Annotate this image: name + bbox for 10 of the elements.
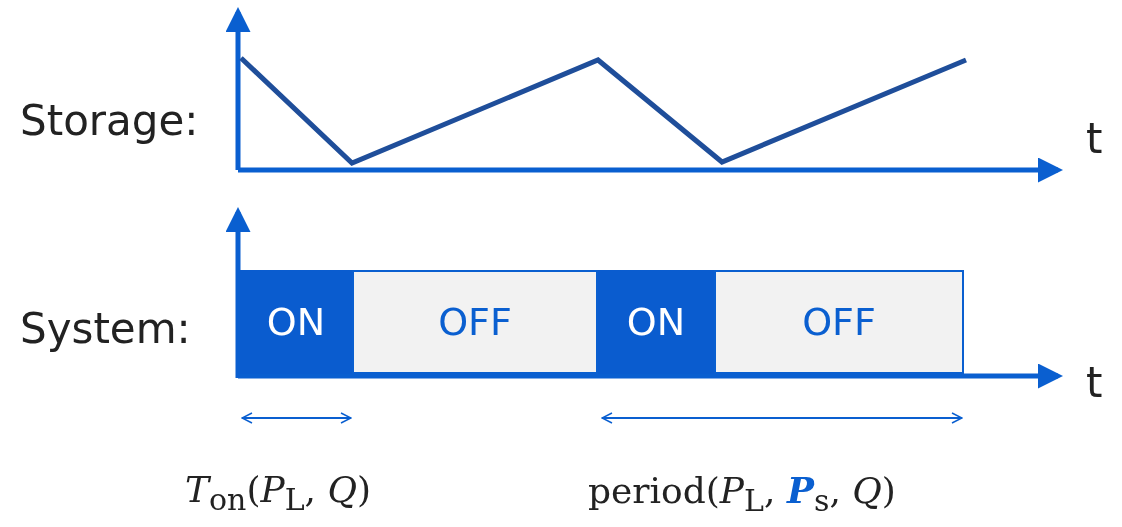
axis-label: System:	[20, 308, 191, 350]
on-segment: ON	[240, 270, 352, 374]
axis-label: t	[1086, 118, 1103, 160]
formula: period(P$_{L}$, P$_{s}$, Q)	[588, 472, 896, 517]
axis-label: Storage:	[20, 100, 199, 142]
on-segment: ON	[598, 270, 714, 374]
off-segment: OFF	[352, 270, 598, 374]
off-segment: OFF	[714, 270, 964, 374]
axis-label: t	[1086, 362, 1103, 404]
formula: T$_{on}$(P$_{L}$, Q)	[185, 472, 372, 516]
